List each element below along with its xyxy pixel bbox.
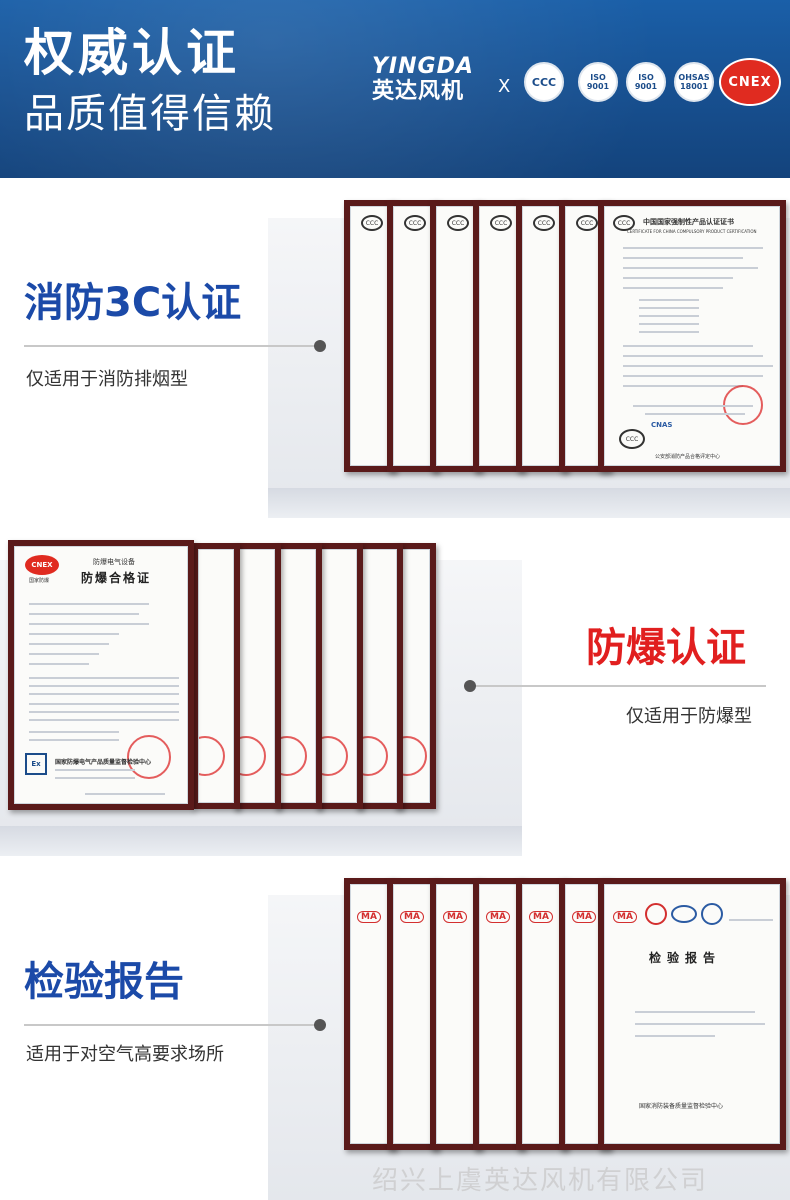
header-subtitle: 品质值得信赖: [24, 91, 276, 137]
red-seal-icon: [199, 736, 225, 776]
section-dot-explosion: [464, 680, 476, 692]
cnas-logo-icon: CNAS: [651, 421, 673, 429]
red-seal-icon: [281, 736, 307, 776]
section-divider-explosion: [470, 685, 766, 687]
cnas-logo-icon: [701, 903, 723, 925]
ma-mark-icon: MA: [529, 911, 553, 923]
certificate-org: 国家防爆电气产品质量监督检验中心: [55, 759, 152, 766]
certificate-frame: [233, 543, 281, 809]
section-dot-report: [314, 1019, 326, 1031]
ma-mark-icon: MA: [400, 911, 424, 923]
section-divider-fire-3c: [24, 345, 318, 347]
certificate-heading: 中国国家强制性产品认证证书: [643, 218, 734, 226]
red-seal-icon: [322, 736, 348, 776]
brand-logo-cn: 英达风机: [372, 79, 465, 104]
ccc-mark-icon: CCC: [490, 215, 512, 231]
certificate-main-report: MA 检验报告 国家消防装备质量监督检验中心: [598, 878, 786, 1150]
iso9001-logo-icon-2: ISO 9001: [626, 62, 666, 102]
ma-mark-icon: MA: [357, 911, 381, 923]
certificate-frame: [192, 543, 240, 809]
brand-logo: YINGDA 英达风机: [372, 56, 492, 114]
ma-mark-icon: MA: [572, 911, 596, 923]
ohsas18001-logo-text: OHSAS 18001: [678, 73, 710, 91]
header-title: 权威认证: [24, 24, 240, 82]
ccc-logo-icon: CCC: [524, 62, 564, 102]
iso9001-logo-text: ISO 9001: [586, 73, 610, 91]
ccc-mark-icon: CCC: [613, 215, 635, 231]
iso9001-logo-icon: ISO 9001: [578, 62, 618, 102]
cnex-logo-sub: 国家防爆: [29, 578, 50, 584]
ccc-mark-icon: CCC: [619, 429, 645, 449]
ccc-logo-text: CCC: [531, 75, 557, 89]
section-desc-explosion: 仅适用于防爆型: [626, 706, 752, 727]
ma-mark-icon: MA: [613, 911, 637, 923]
ccc-mark-icon: CCC: [361, 215, 383, 231]
ex-mark-icon: Ex: [25, 753, 47, 775]
certificate-frame: [355, 543, 403, 809]
cnex-logo-icon: CNEX: [25, 555, 59, 575]
certificate-title: 检验报告: [649, 951, 722, 965]
ohsas18001-logo-icon: OHSAS 18001: [674, 62, 714, 102]
section-title-report: 检验报告: [24, 959, 184, 1005]
section-title-explosion: 防爆认证: [586, 625, 746, 671]
certificate-heading: 防爆电气设备: [93, 558, 135, 566]
certificate-subheading: CERTIFICATE FOR CHINA COMPULSORY PRODUCT…: [627, 229, 757, 234]
certificate-frame: [274, 543, 322, 809]
ccc-mark-icon: CCC: [404, 215, 426, 231]
section-title-fire-3c: 消防3C认证: [24, 280, 242, 326]
ccc-mark-icon: CCC: [576, 215, 598, 231]
company-watermark: 绍兴上虞英达风机有限公司: [372, 1166, 709, 1196]
ma-mark-icon: MA: [443, 911, 467, 923]
section-divider-report: [24, 1024, 318, 1026]
collab-separator: X: [498, 76, 511, 97]
cert-platform-explosion: [0, 826, 522, 856]
certificate-frame: [315, 543, 363, 809]
certificate-org: 公安部消防产品合格评定中心: [655, 454, 721, 460]
certificate-main-ccc: CCC 中国国家强制性产品认证证书 CERTIFICATE FOR CHINA …: [598, 200, 786, 472]
red-seal-icon: [240, 736, 266, 776]
red-seal-icon: [127, 735, 171, 779]
ilac-logo-icon: [671, 905, 697, 923]
ccc-mark-icon: CCC: [533, 215, 555, 231]
certificate-title: 防爆合格证: [81, 571, 152, 585]
certificate-main-explosion: CNEX 国家防爆 防爆电气设备 防爆合格证 Ex 国家防爆电气产品质量监督检验…: [8, 540, 194, 810]
iso9001-logo-text-2: ISO 9001: [634, 73, 658, 91]
red-seal-icon: [362, 736, 388, 776]
red-seal-icon: [401, 736, 427, 776]
brand-logo-text: YINGDA: [372, 54, 474, 79]
ccc-mark-icon: CCC: [447, 215, 469, 231]
cnex-logo-icon: CNEX: [719, 58, 781, 106]
section-desc-fire-3c: 仅适用于消防排烟型: [26, 369, 188, 390]
header-banner: 权威认证 品质值得信赖 YINGDA 英达风机 X CCC ISO 9001 I…: [0, 0, 790, 178]
certificate-org: 国家消防装备质量监督检验中心: [639, 1103, 724, 1110]
section-dot-fire-3c: [314, 340, 326, 352]
cnex-logo-text: CNEX: [728, 74, 772, 90]
ma-mark-icon: MA: [486, 911, 510, 923]
cma-logo-icon: [645, 903, 667, 925]
cert-platform-fire-3c: [268, 488, 790, 518]
section-desc-report: 适用于对空气高要求场所: [26, 1044, 224, 1065]
